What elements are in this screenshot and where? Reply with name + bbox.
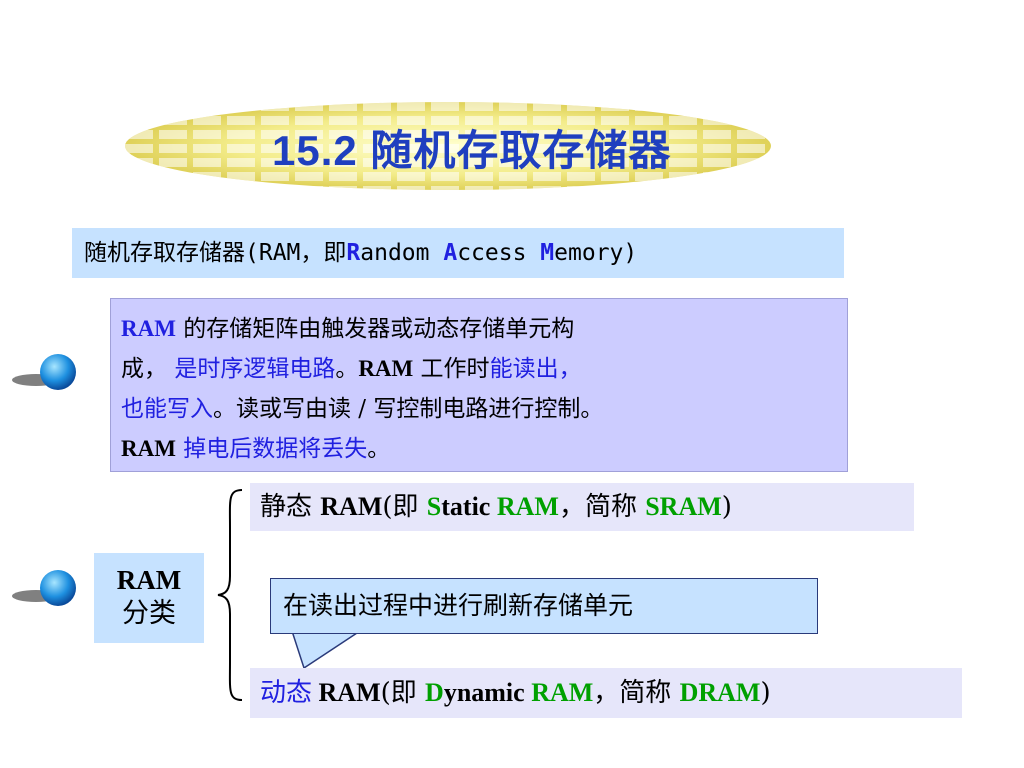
- desc-highlight: 是时序逻辑电路: [174, 356, 336, 382]
- dram-abbr: DRAM: [679, 678, 761, 707]
- strip-text: ): [760, 678, 771, 708]
- word-emory: emory): [554, 240, 638, 266]
- static-ram-strip: 静态 RAM(即 Static RAM，简称 SRAM): [250, 483, 914, 531]
- letter-m: M: [540, 240, 555, 266]
- desc-text: 工作时: [413, 356, 490, 382]
- ram-term: RAM: [312, 678, 381, 707]
- ram-term: RAM: [121, 436, 176, 461]
- desc-text: 。读或写由读 / 写控制电路进行控制。: [213, 396, 604, 422]
- word-ynamic: ynamic: [443, 678, 532, 707]
- ram-term: RAM: [121, 316, 176, 341]
- ram-term-green: RAM: [531, 678, 594, 707]
- letter-s: S: [426, 492, 442, 521]
- dynamic-label: 动态: [260, 678, 313, 708]
- desc-text: 。: [335, 356, 359, 382]
- dynamic-ram-strip: 动态 RAM(即 Dynamic RAM，简称 DRAM): [250, 668, 962, 718]
- strip-text: ，简称: [593, 678, 680, 708]
- strip-text: ，简称: [558, 492, 646, 522]
- word-ccess: ccess: [457, 240, 541, 266]
- sram-abbr: SRAM: [645, 492, 722, 521]
- desc-text: 成，: [121, 356, 175, 382]
- title-banner: [123, 100, 773, 192]
- refresh-callout: 在读出过程中进行刷新存储单元: [270, 578, 818, 634]
- strip-text: (即: [380, 678, 426, 708]
- desc-line-2: 成， 是时序逻辑电路。RAM 工作时能读出，: [121, 349, 837, 389]
- desc-highlight: 能读出，: [489, 356, 582, 382]
- definition-prefix: 随机存取存储器(RAM，即: [84, 240, 347, 266]
- desc-line-1: RAM 的存储矩阵由触发器或动态存储单元构: [121, 309, 837, 349]
- classification-line-2: 分类: [122, 598, 176, 629]
- ram-description-box: RAM 的存储矩阵由触发器或动态存储单元构 成， 是时序逻辑电路。RAM 工作时…: [110, 298, 848, 472]
- desc-highlight: 也能写入: [121, 396, 213, 422]
- brace-icon: [217, 489, 243, 701]
- letter-a: A: [443, 240, 458, 266]
- ram-classification-label: RAM 分类: [94, 553, 204, 643]
- strip-text: ): [721, 492, 732, 522]
- page-title: 15.2 随机存取存储器: [272, 127, 672, 174]
- letter-d: D: [425, 678, 444, 707]
- classification-line-1: RAM: [116, 565, 182, 595]
- desc-highlight: 掉电后数据将丢失: [175, 436, 368, 462]
- letter-r: R: [346, 240, 361, 266]
- word-andom: andom: [360, 240, 444, 266]
- word-tatic: tatic: [441, 492, 497, 521]
- desc-line-4: RAM 掉电后数据将丢失。: [121, 429, 837, 469]
- desc-text: 。: [367, 436, 391, 462]
- desc-text: 的存储矩阵由触发器或动态存储单元构: [175, 316, 575, 342]
- strip-text: (即: [382, 492, 427, 522]
- ram-term-green: RAM: [496, 492, 559, 521]
- ram-term: RAM: [320, 492, 383, 521]
- sphere-bullet-icon: [12, 570, 76, 606]
- desc-line-3: 也能写入。读或写由读 / 写控制电路进行控制。: [121, 389, 837, 429]
- definition-strip: 随机存取存储器(RAM，即Random Access Memory): [72, 228, 844, 278]
- callout-pointer: [290, 630, 363, 670]
- ram-term: RAM: [358, 356, 414, 381]
- sphere-bullet-icon: [12, 354, 76, 390]
- strip-text: 静态: [260, 492, 321, 522]
